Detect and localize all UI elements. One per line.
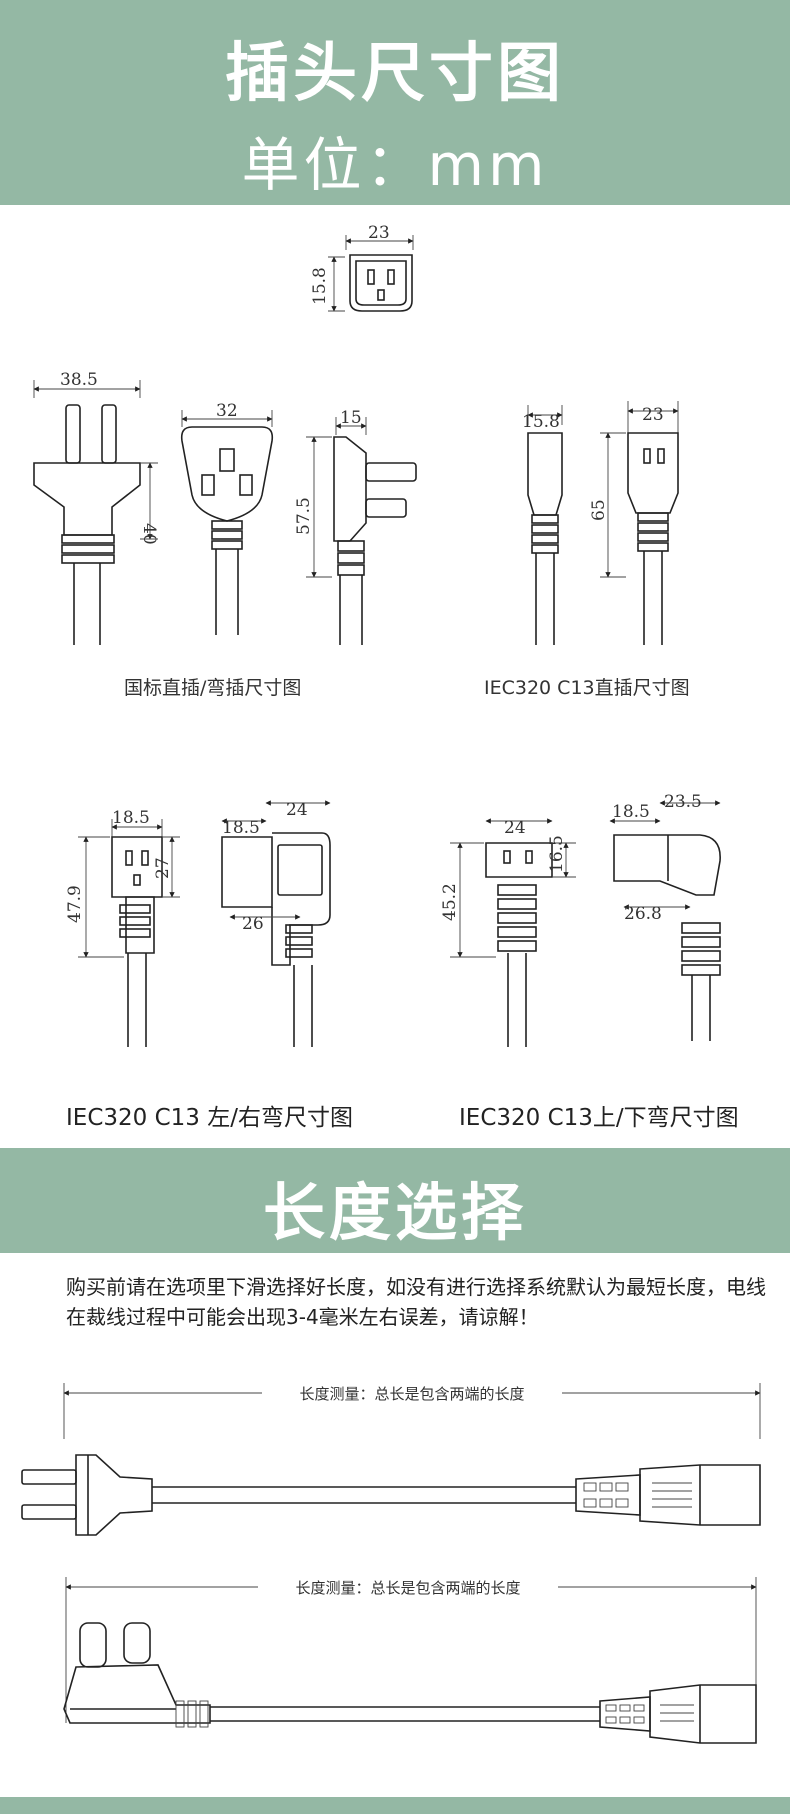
plug-front-drawing: 38.5 40: [33, 370, 159, 645]
caption-c13-lr: IEC320 C13 左/右弯尺寸图: [66, 1105, 353, 1131]
length-title: 长度选择: [262, 1176, 527, 1249]
c13-lr-front-drawing: 18.5 27 47.9: [65, 808, 180, 1047]
dim-ud-front-height: 16.5: [547, 835, 567, 873]
straight-cable-drawing: 长度测量：总长是包含两端的长度: [21, 1381, 761, 1536]
dim-ud-side-width: 23.5: [664, 792, 702, 812]
caption-plug: 国标直插/弯插尺寸图: [124, 677, 302, 699]
dim-lr-side-bottom: 26: [242, 914, 264, 934]
dim-lr-front-width: 18.5: [112, 808, 150, 828]
length-drawings: 长度测量：总长是包含两端的长度 长度测量：总长是包含两端的长度: [21, 1381, 761, 1744]
page-title: 插头尺寸图: [225, 37, 565, 111]
dim-face-width: 32: [216, 401, 238, 421]
length-banner: 长度选择: [0, 1148, 790, 1253]
caption-c13-ud: IEC320 C13上/下弯尺寸图: [459, 1105, 739, 1131]
dim-side-height: 57.5: [294, 497, 314, 535]
c13-ud-side-drawing: 18.5 23.5 26.8: [609, 792, 721, 1041]
dim-top-width: 23: [368, 223, 390, 243]
measure-label-1: 长度测量：总长是包含两端的长度: [299, 1385, 524, 1403]
caption-c13-straight: IEC320 C13直插尺寸图: [484, 677, 690, 699]
c13-lr-side-drawing: 18.5 24 26: [221, 800, 331, 1047]
c13-straight-side-drawing: 15.8: [522, 405, 563, 645]
c13-straight-front-drawing: 23 65: [589, 401, 679, 645]
dim-lr-side-width: 24: [286, 800, 308, 820]
header-banner: 插头尺寸图 单位：mm: [0, 0, 790, 205]
dim-lr-side-top: 18.5: [222, 818, 260, 838]
measure-label-2: 长度测量：总长是包含两端的长度: [295, 1579, 520, 1597]
dim-ud-front-width: 24: [504, 818, 526, 838]
bent-cable-drawing: 长度测量：总长是包含两端的长度: [63, 1575, 757, 1744]
c13-ud-front-drawing: 24 16.5 45.2: [440, 818, 576, 1047]
dim-c13-height: 65: [589, 499, 609, 521]
top-socket-drawing: 23 15.8: [310, 223, 414, 312]
length-notice: 购买前请在选项里下滑选择好长度，如没有进行选择系统默认为最短长度，电线在裁线过程…: [66, 1275, 766, 1329]
dimension-drawings: 23 15.8 38.5 40 32 15: [33, 223, 721, 1047]
bottom-banner: [0, 1797, 790, 1814]
dim-c13-side-width: 15.8: [522, 412, 560, 432]
dim-top-height: 15.8: [310, 267, 330, 305]
dim-lr-front-height: 27: [153, 857, 173, 879]
dim-plug-width: 38.5: [60, 370, 98, 390]
plug-face-drawing: 32: [180, 401, 274, 635]
dim-ud-side-left: 18.5: [612, 802, 650, 822]
plug-side-drawing: 15 57.5: [294, 408, 417, 645]
dim-lr-total-height: 47.9: [65, 885, 85, 923]
dim-c13-front-width: 23: [642, 405, 664, 425]
unit-label: 单位：mm: [241, 131, 549, 199]
dim-ud-side-bottom: 26.8: [624, 904, 662, 924]
dim-plug-height: 40: [139, 523, 159, 545]
dim-ud-total-height: 45.2: [440, 883, 460, 921]
dim-side-depth: 15: [340, 408, 362, 428]
